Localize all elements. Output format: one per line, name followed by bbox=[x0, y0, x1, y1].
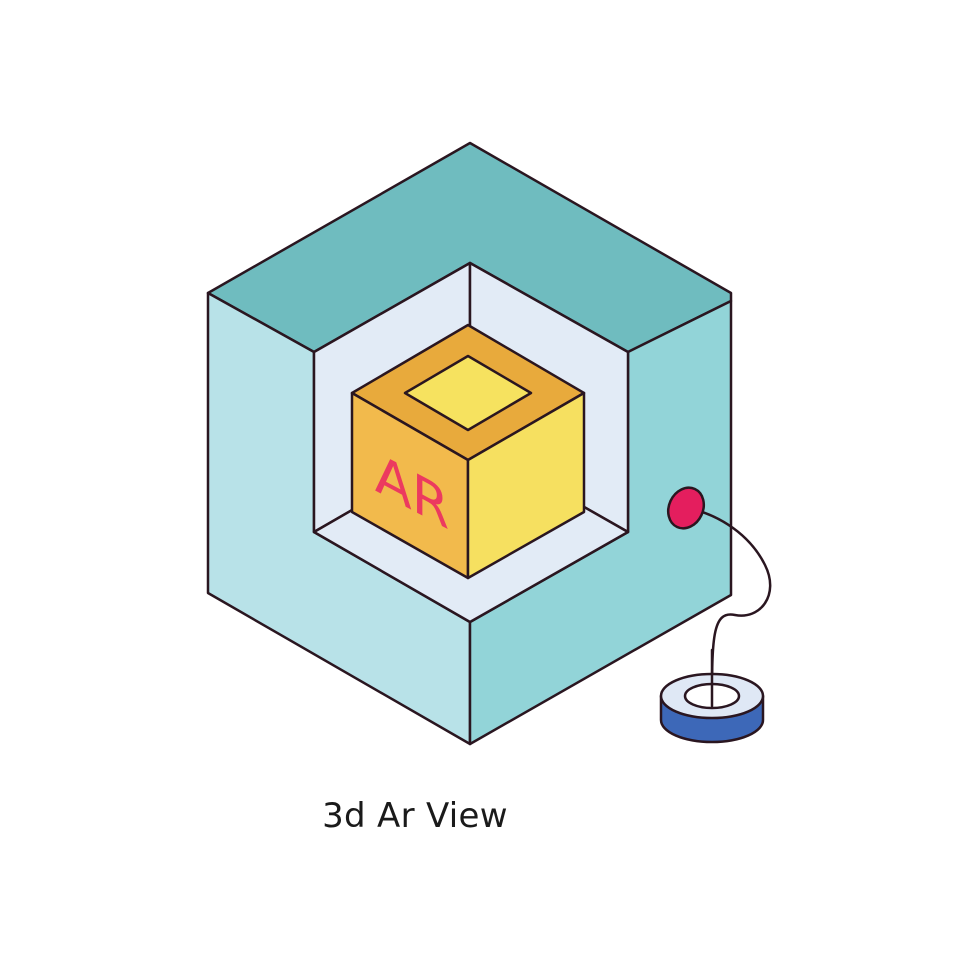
caption-title: 3d Ar View bbox=[322, 796, 508, 836]
ar-cube bbox=[350, 323, 586, 580]
sensor-assembly bbox=[659, 486, 772, 744]
sensor-cable bbox=[686, 506, 772, 708]
ar-cube-top-window bbox=[403, 354, 533, 432]
sensor-dot bbox=[666, 486, 706, 530]
ar-cube-right-face bbox=[466, 391, 586, 580]
